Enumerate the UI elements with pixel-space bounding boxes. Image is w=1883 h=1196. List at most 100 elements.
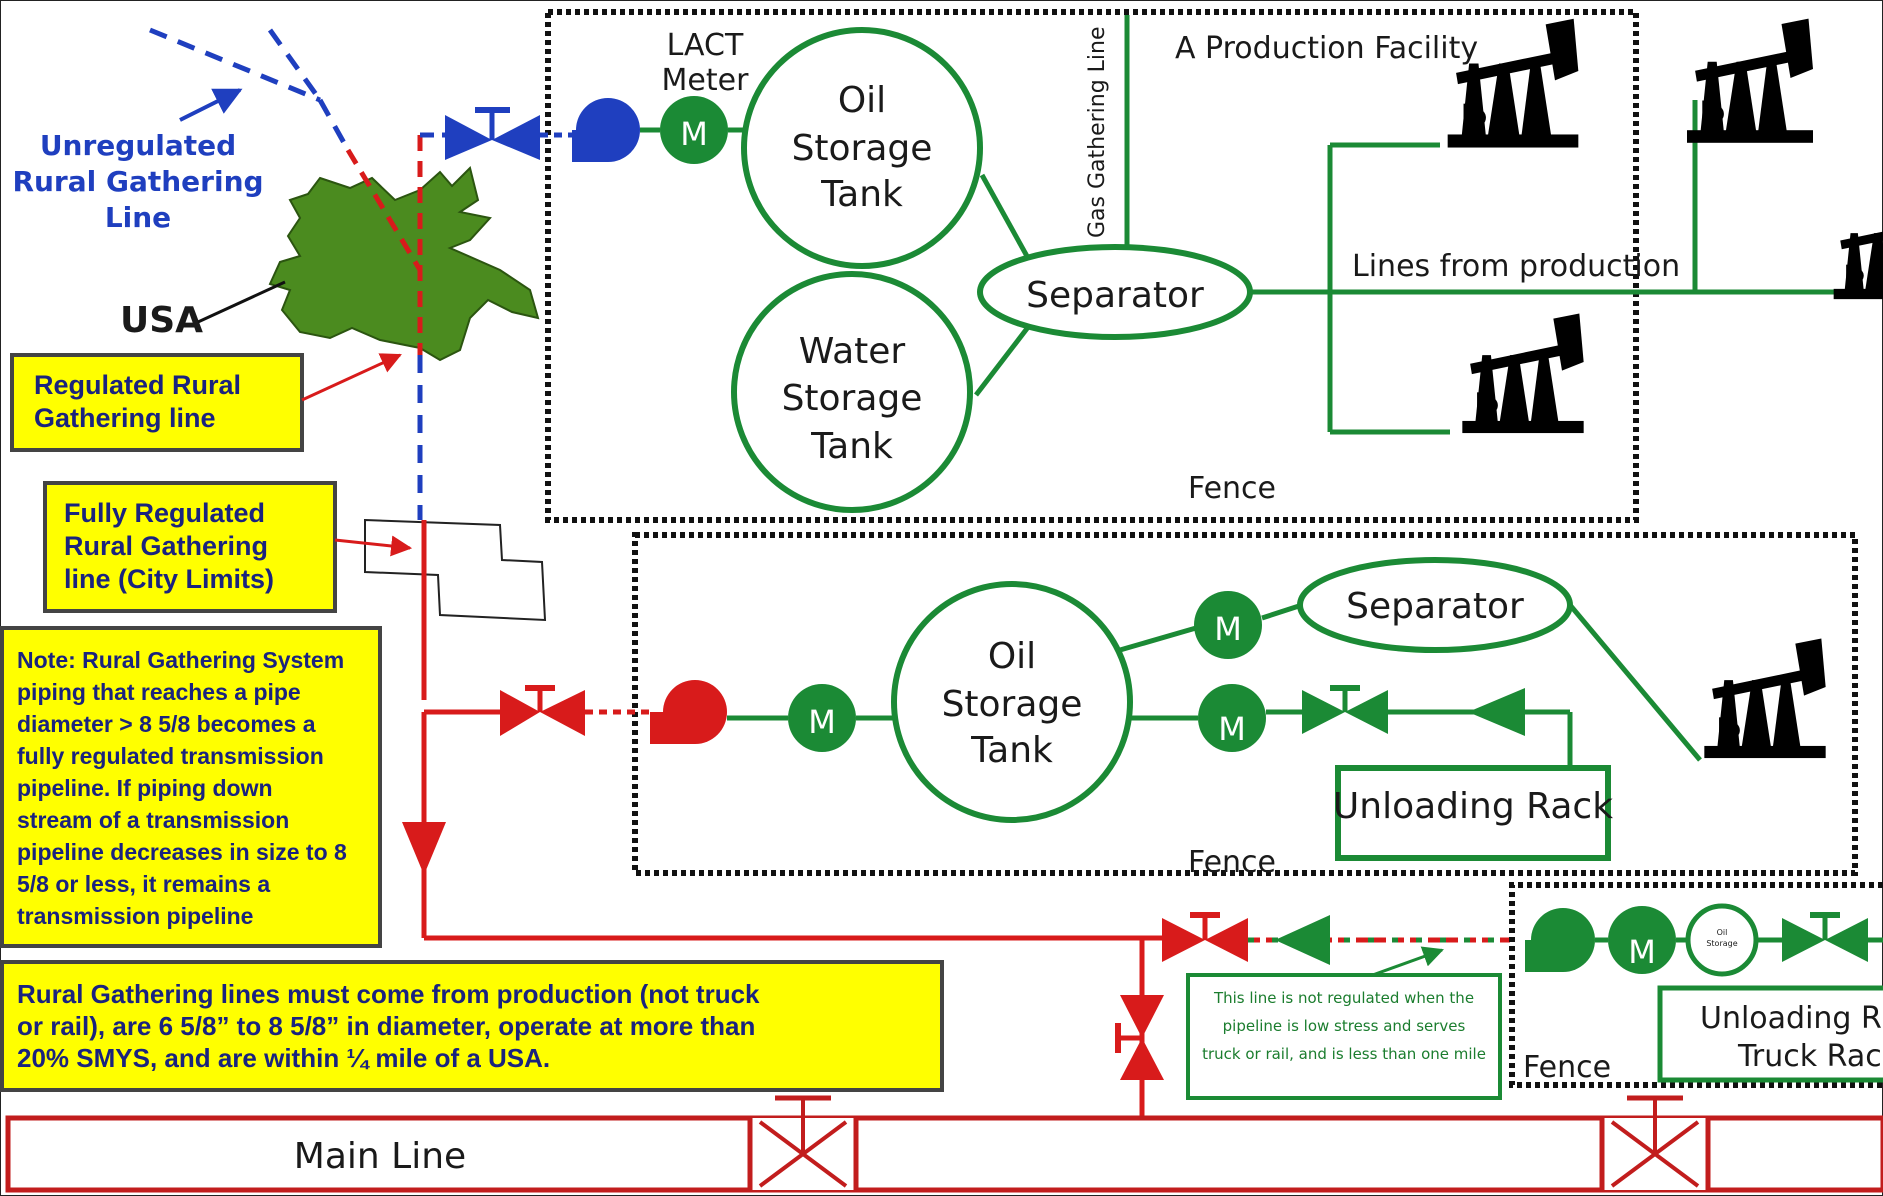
sep-to-water-line [974, 320, 1034, 397]
unloading-rail-box [1657, 985, 1883, 1083]
lower-oil-storage-line2: Storage [1706, 939, 1737, 948]
note-line2: piping that reaches a pipe [17, 679, 301, 705]
note-box-bg [0, 626, 382, 948]
regulated-rural-line1: Regulated Rural [34, 370, 241, 400]
unloading-rail-line2: Truck Rack [1737, 1039, 1883, 1074]
city-limits-outline [364, 518, 547, 622]
flow-arrow-left-lower [1275, 915, 1330, 965]
usa-region [268, 166, 540, 362]
meter-to-separator [1261, 602, 1303, 621]
lower-oil-storage-line1: Oil [1717, 928, 1728, 937]
upper-blue-valve [445, 107, 540, 160]
note-line4: fully regulated transmission [17, 743, 324, 769]
rural-rule-box: Rural Gathering lines must come from pro… [0, 960, 944, 1092]
rural-rule-box-bg [0, 960, 944, 1092]
upper-oil-tank-line2: Storage [792, 128, 933, 169]
main-line: Main Line [5, 1095, 1883, 1193]
main-line-pipe [5, 1115, 1883, 1193]
unloading-rail-line1: Unloading Rail o [1700, 1001, 1883, 1036]
lact-label-line2: Meter [662, 63, 750, 98]
upper-oil-tank-line3: Tank [820, 174, 903, 215]
pumpjack-icon [1687, 18, 1813, 143]
separator-to-pumpjack [1568, 603, 1702, 762]
transmission-pipe: This line is not regulated when the pipe… [402, 712, 1510, 1118]
note-line3: diameter > 8 5/8 becomes a [17, 711, 316, 737]
middle-separator-label: Separator [1346, 586, 1524, 627]
middle-meter-3-symbol: M [1218, 710, 1246, 748]
middle-meter-1-symbol: M [808, 703, 836, 741]
pumpjack-icon [1462, 313, 1584, 434]
lower-green-pump [1525, 908, 1595, 972]
middle-meter-1: M [788, 684, 856, 752]
note-box: Note: Rural Gathering System piping that… [0, 626, 382, 948]
note-line7: pipeline decreases in size to 8 [17, 839, 347, 865]
unregulated-label-line3: Line [105, 201, 171, 234]
middle-meter-2-symbol: M [1214, 610, 1242, 648]
note-line6: stream of a transmission [17, 807, 289, 833]
upper-blue-pump [572, 98, 640, 162]
pumpjack-icon [1833, 197, 1883, 300]
unregulated-label-line1: Unregulated [40, 129, 236, 162]
upper-oil-tank-line1: Oil [838, 80, 886, 121]
lower-right-facility: M Oil Storage Unloading Rail o Truck Rac… [1509, 882, 1883, 1088]
not-regulated-note-box [1186, 973, 1502, 1100]
usa-pointer [197, 280, 286, 324]
tank-to-meter-2 [1119, 625, 1197, 653]
main-line-valve-left [747, 1095, 859, 1190]
middle-oil-tank-line2: Storage [942, 684, 1083, 725]
upper-separator-label: Separator [1026, 275, 1204, 316]
middle-oil-storage-tank [891, 581, 1133, 823]
middle-meter-3: M [1198, 684, 1266, 752]
usa-area-shape [268, 166, 540, 362]
water-storage-tank [731, 271, 973, 513]
note-line1: Note: Rural Gathering System [17, 647, 344, 673]
middle-meter-2: M [1194, 591, 1262, 659]
lower-meter-symbol: M [1628, 933, 1656, 971]
unregulated-line-c [317, 98, 351, 152]
middle-oil-tank-line1: Oil [988, 636, 1036, 677]
middle-fence [632, 532, 1858, 876]
production-facility-label: A Production Facility [1175, 31, 1478, 66]
unregulated-line-b [267, 28, 323, 102]
rural-rule-line1: Rural Gathering lines must come from pro… [17, 979, 760, 1009]
lower-meter: M [1608, 906, 1676, 974]
upper-oil-storage-tank [741, 27, 983, 269]
regulated-pointer [301, 353, 402, 402]
lower-right-fence [1509, 882, 1883, 1088]
lower-red-valve-vertical [1115, 995, 1164, 1080]
lact-label-line1: LACT [667, 28, 744, 63]
unregulated-label-line2: Rural Gathering [12, 165, 263, 198]
red-flow-arrow-down [402, 822, 446, 875]
gas-gathering-label: Gas Gathering Line [1085, 26, 1110, 238]
middle-green-valve [1302, 685, 1388, 734]
middle-fence-label: Fence [1188, 845, 1276, 880]
water-tank-line3: Tank [810, 426, 893, 467]
fully-regulated-line1: Fully Regulated [64, 498, 265, 528]
upper-production-facility: M LACT Meter Oil Storage Tank Water Stor… [445, 9, 1883, 523]
upper-fence [545, 9, 1639, 523]
not-regulated-line3: truck or rail, and is less than one mile [1202, 1045, 1486, 1063]
lower-fence-label: Fence [1523, 1050, 1611, 1085]
middle-oil-tank-line3: Tank [970, 730, 1053, 771]
note-line5: pipeline. If piping down [17, 775, 273, 801]
pumpjack-icon [1704, 638, 1826, 759]
regulated-rural-box-bg [10, 353, 304, 452]
unregulated-label: Unregulated Rural Gathering Line [12, 129, 263, 234]
regulated-dashed-diagonal [345, 148, 423, 272]
rural-rule-line2: or rail), are 6 5/8” to 8 5/8” in diamet… [17, 1011, 755, 1041]
water-tank-line2: Storage [782, 378, 923, 419]
fully-regulated-pointer [334, 535, 413, 557]
regulated-rural-line2: Gathering line [34, 403, 216, 433]
main-line-valve-right [1599, 1095, 1711, 1190]
lact-meter: M [660, 96, 728, 164]
not-regulated-line1: This line is not regulated when the [1213, 989, 1474, 1007]
rural-rule-line3: 20% SMYS, and are within ¼ mile of a USA… [17, 1043, 550, 1073]
fully-regulated-line2: Rural Gathering [64, 531, 268, 561]
fully-regulated-line3: line (City Limits) [64, 564, 274, 594]
note-line9: transmission pipeline [17, 903, 253, 929]
unloading-rack-label: Unloading Rack [1333, 786, 1613, 827]
middle-red-valve [500, 685, 585, 736]
regulated-rural-box: Regulated Rural Gathering line [10, 353, 402, 452]
unregulated-line-a [149, 27, 321, 103]
